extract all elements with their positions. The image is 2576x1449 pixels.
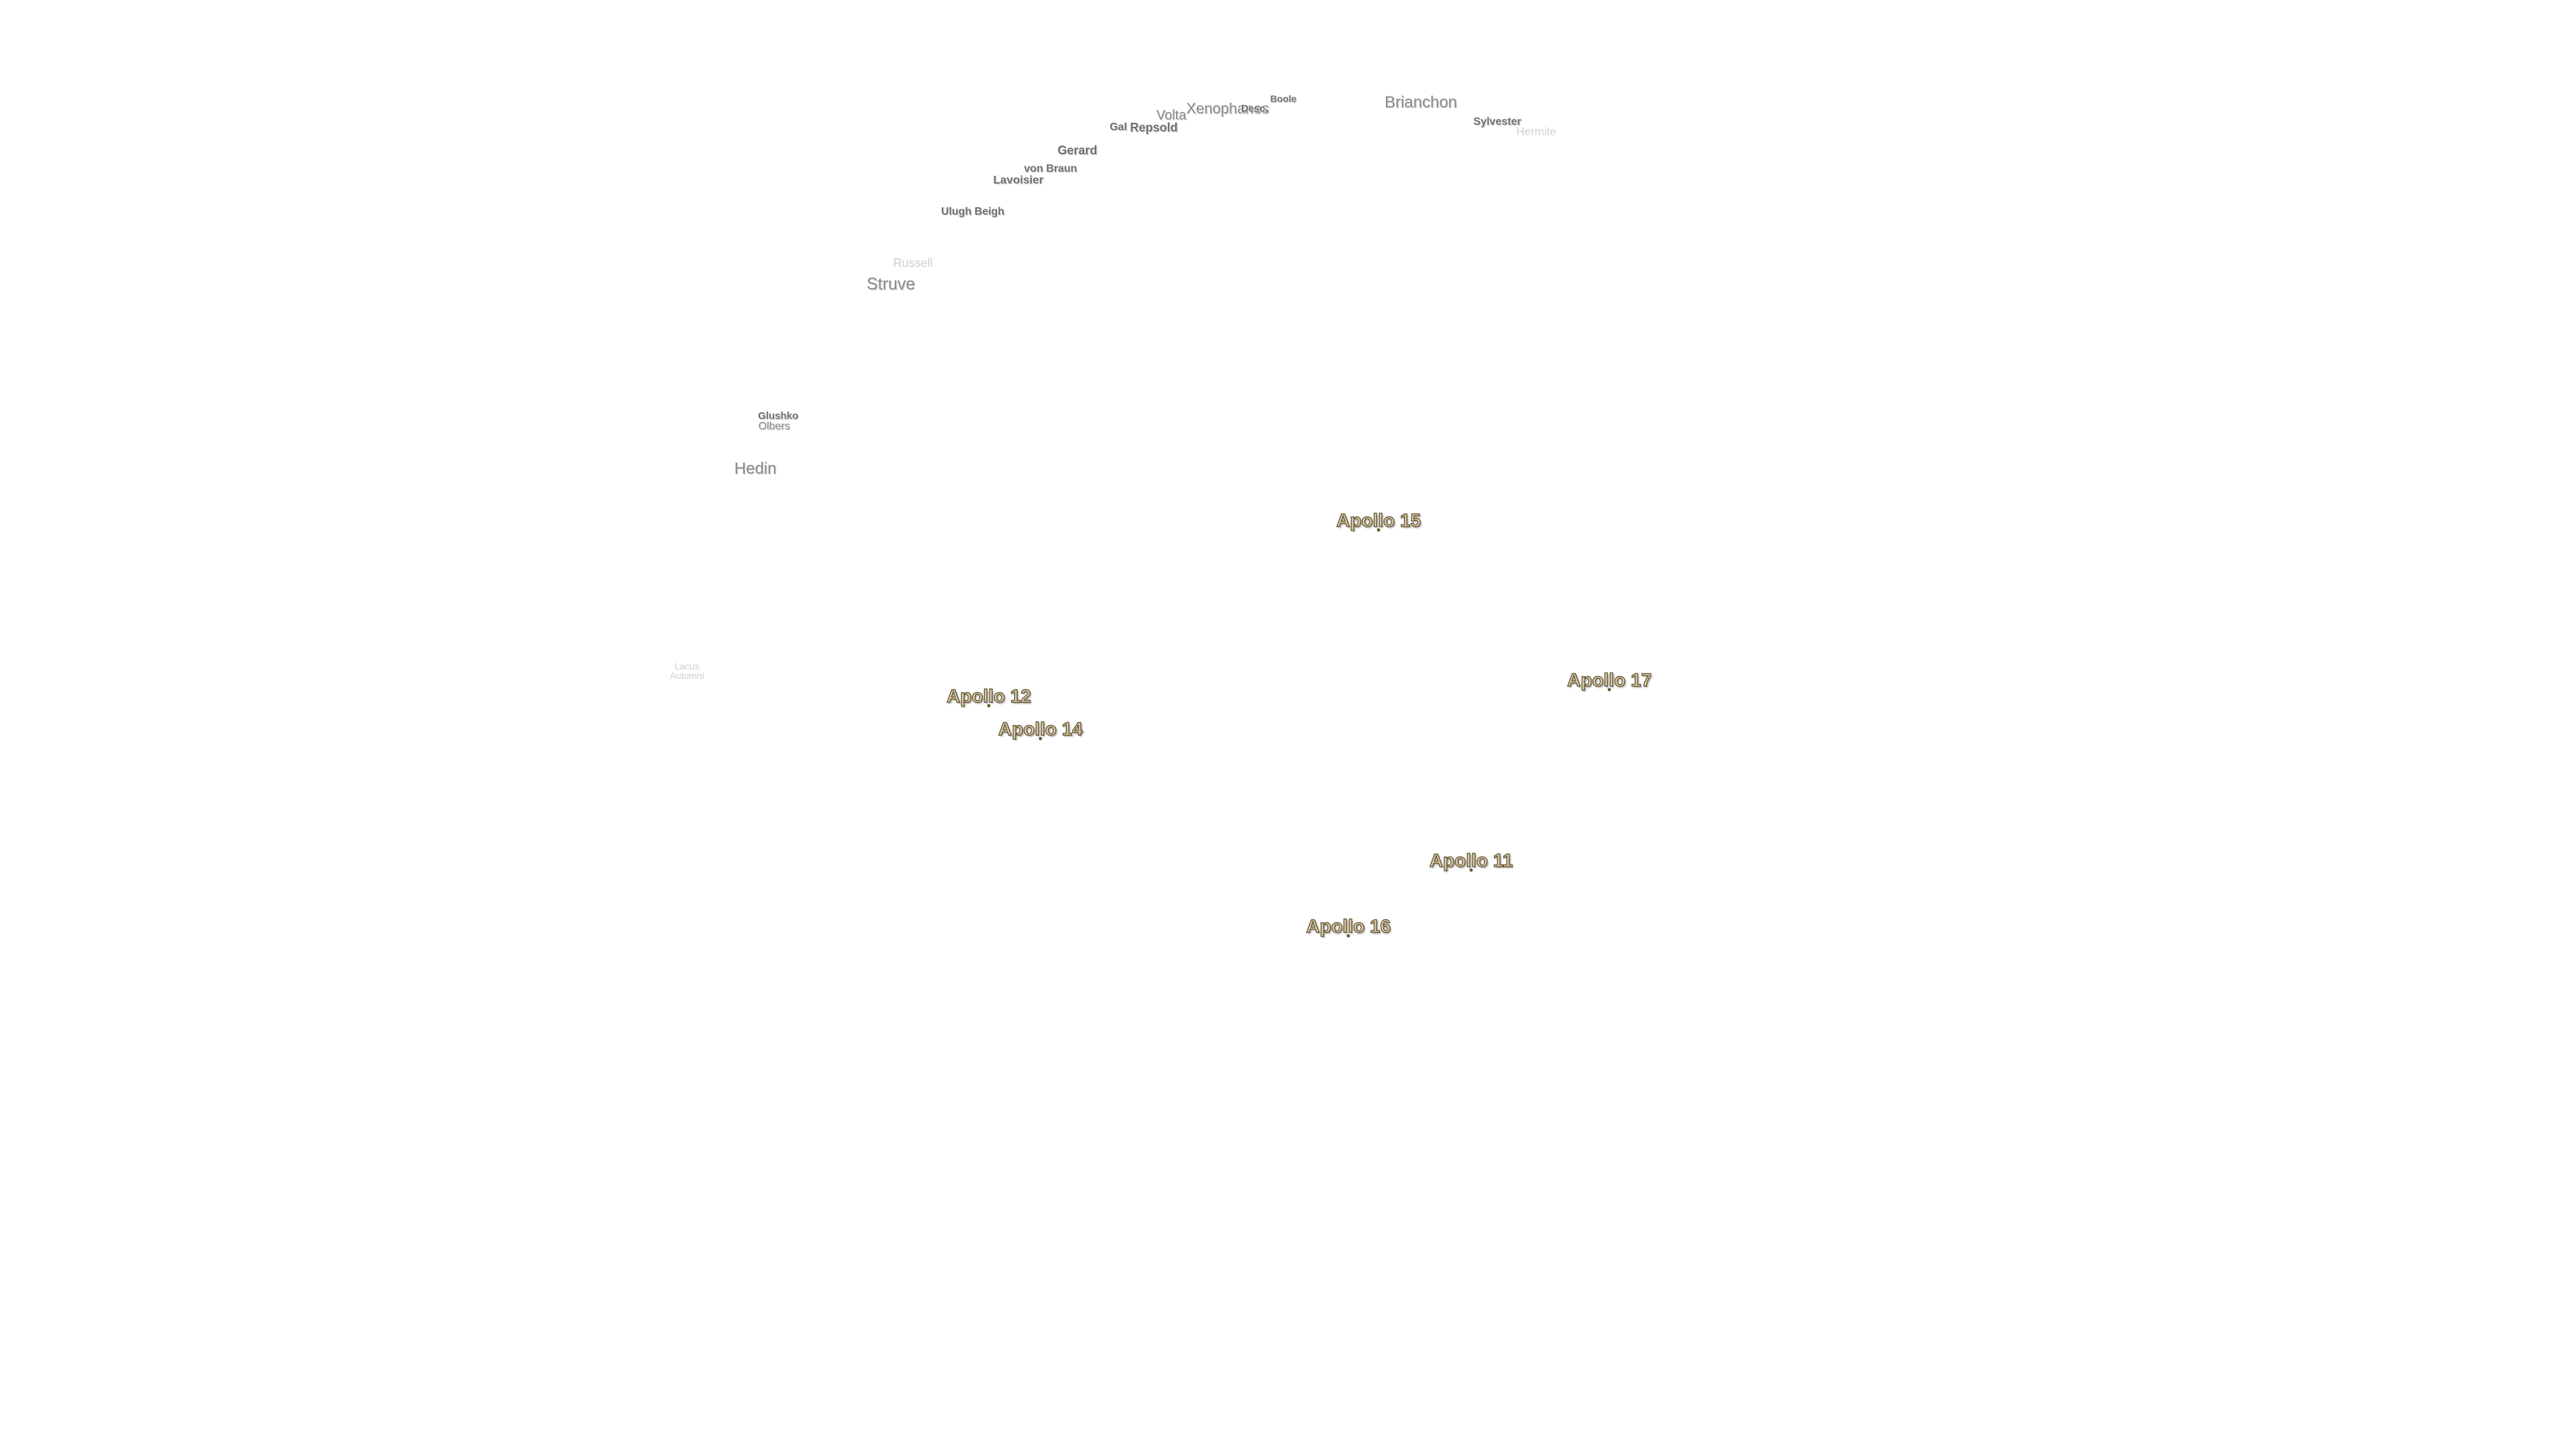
crater-label-brianchon[interactable]: Brianchon — [1384, 93, 1458, 111]
landing-site-label-apollo-14[interactable]: Apollo 14 — [998, 718, 1083, 739]
crater-label-struve[interactable]: Struve — [866, 274, 916, 294]
crater-label-xenophanes[interactable]: Xenophanes — [1186, 100, 1269, 117]
crater-label-galvani[interactable]: Gal — [1110, 121, 1127, 133]
crater-label-glushko[interactable]: Glushko — [757, 410, 799, 422]
crater-label-von-braun[interactable]: von Braun — [1024, 163, 1077, 174]
crater-label-hedin[interactable]: Hedin — [734, 460, 777, 478]
crater-label-boole[interactable]: Boole — [1270, 93, 1297, 104]
crater-label-gerard[interactable]: Gerard — [1057, 144, 1097, 157]
crater-label-sylvester[interactable]: Sylvester — [1473, 116, 1521, 127]
crater-label-desc[interactable]: Desc. — [1240, 103, 1269, 115]
landing-site-marker-apollo-17[interactable] — [1607, 688, 1611, 692]
landing-site-label-apollo-15[interactable]: Apollo 15 — [1336, 510, 1421, 531]
landing-site-marker-apollo-14[interactable] — [1038, 737, 1042, 741]
landing-site-marker-apollo-15[interactable] — [1377, 528, 1381, 532]
crater-label-volta[interactable]: Volta — [1156, 108, 1187, 123]
landing-site-label-apollo-16[interactable]: Apollo 16 — [1305, 916, 1391, 936]
landing-site-marker-apollo-12[interactable] — [987, 704, 991, 708]
crater-label-ulugh-beigh[interactable]: Ulugh Beigh — [941, 206, 1005, 217]
landing-site-marker-apollo-16[interactable] — [1346, 934, 1350, 938]
crater-label-olbers[interactable]: Olbers — [758, 421, 790, 432]
landing-site-label-apollo-11[interactable]: Apollo 11 — [1429, 850, 1513, 871]
landing-site-label-apollo-12[interactable]: Apollo 12 — [946, 686, 1032, 706]
landing-site-label-apollo-17[interactable]: Apollo 17 — [1566, 669, 1652, 690]
crater-label-lavoisier[interactable]: Lavoisier — [993, 173, 1044, 186]
crater-label-repsold[interactable]: Repsold — [1130, 121, 1178, 134]
crater-label-russell[interactable]: Russell — [893, 256, 933, 270]
crater-label-lacus-autumni[interactable]: Lacus Autumni — [669, 661, 704, 681]
landing-site-marker-apollo-11[interactable] — [1469, 868, 1473, 872]
crater-label-hermite[interactable]: Hermite — [1516, 125, 1556, 138]
